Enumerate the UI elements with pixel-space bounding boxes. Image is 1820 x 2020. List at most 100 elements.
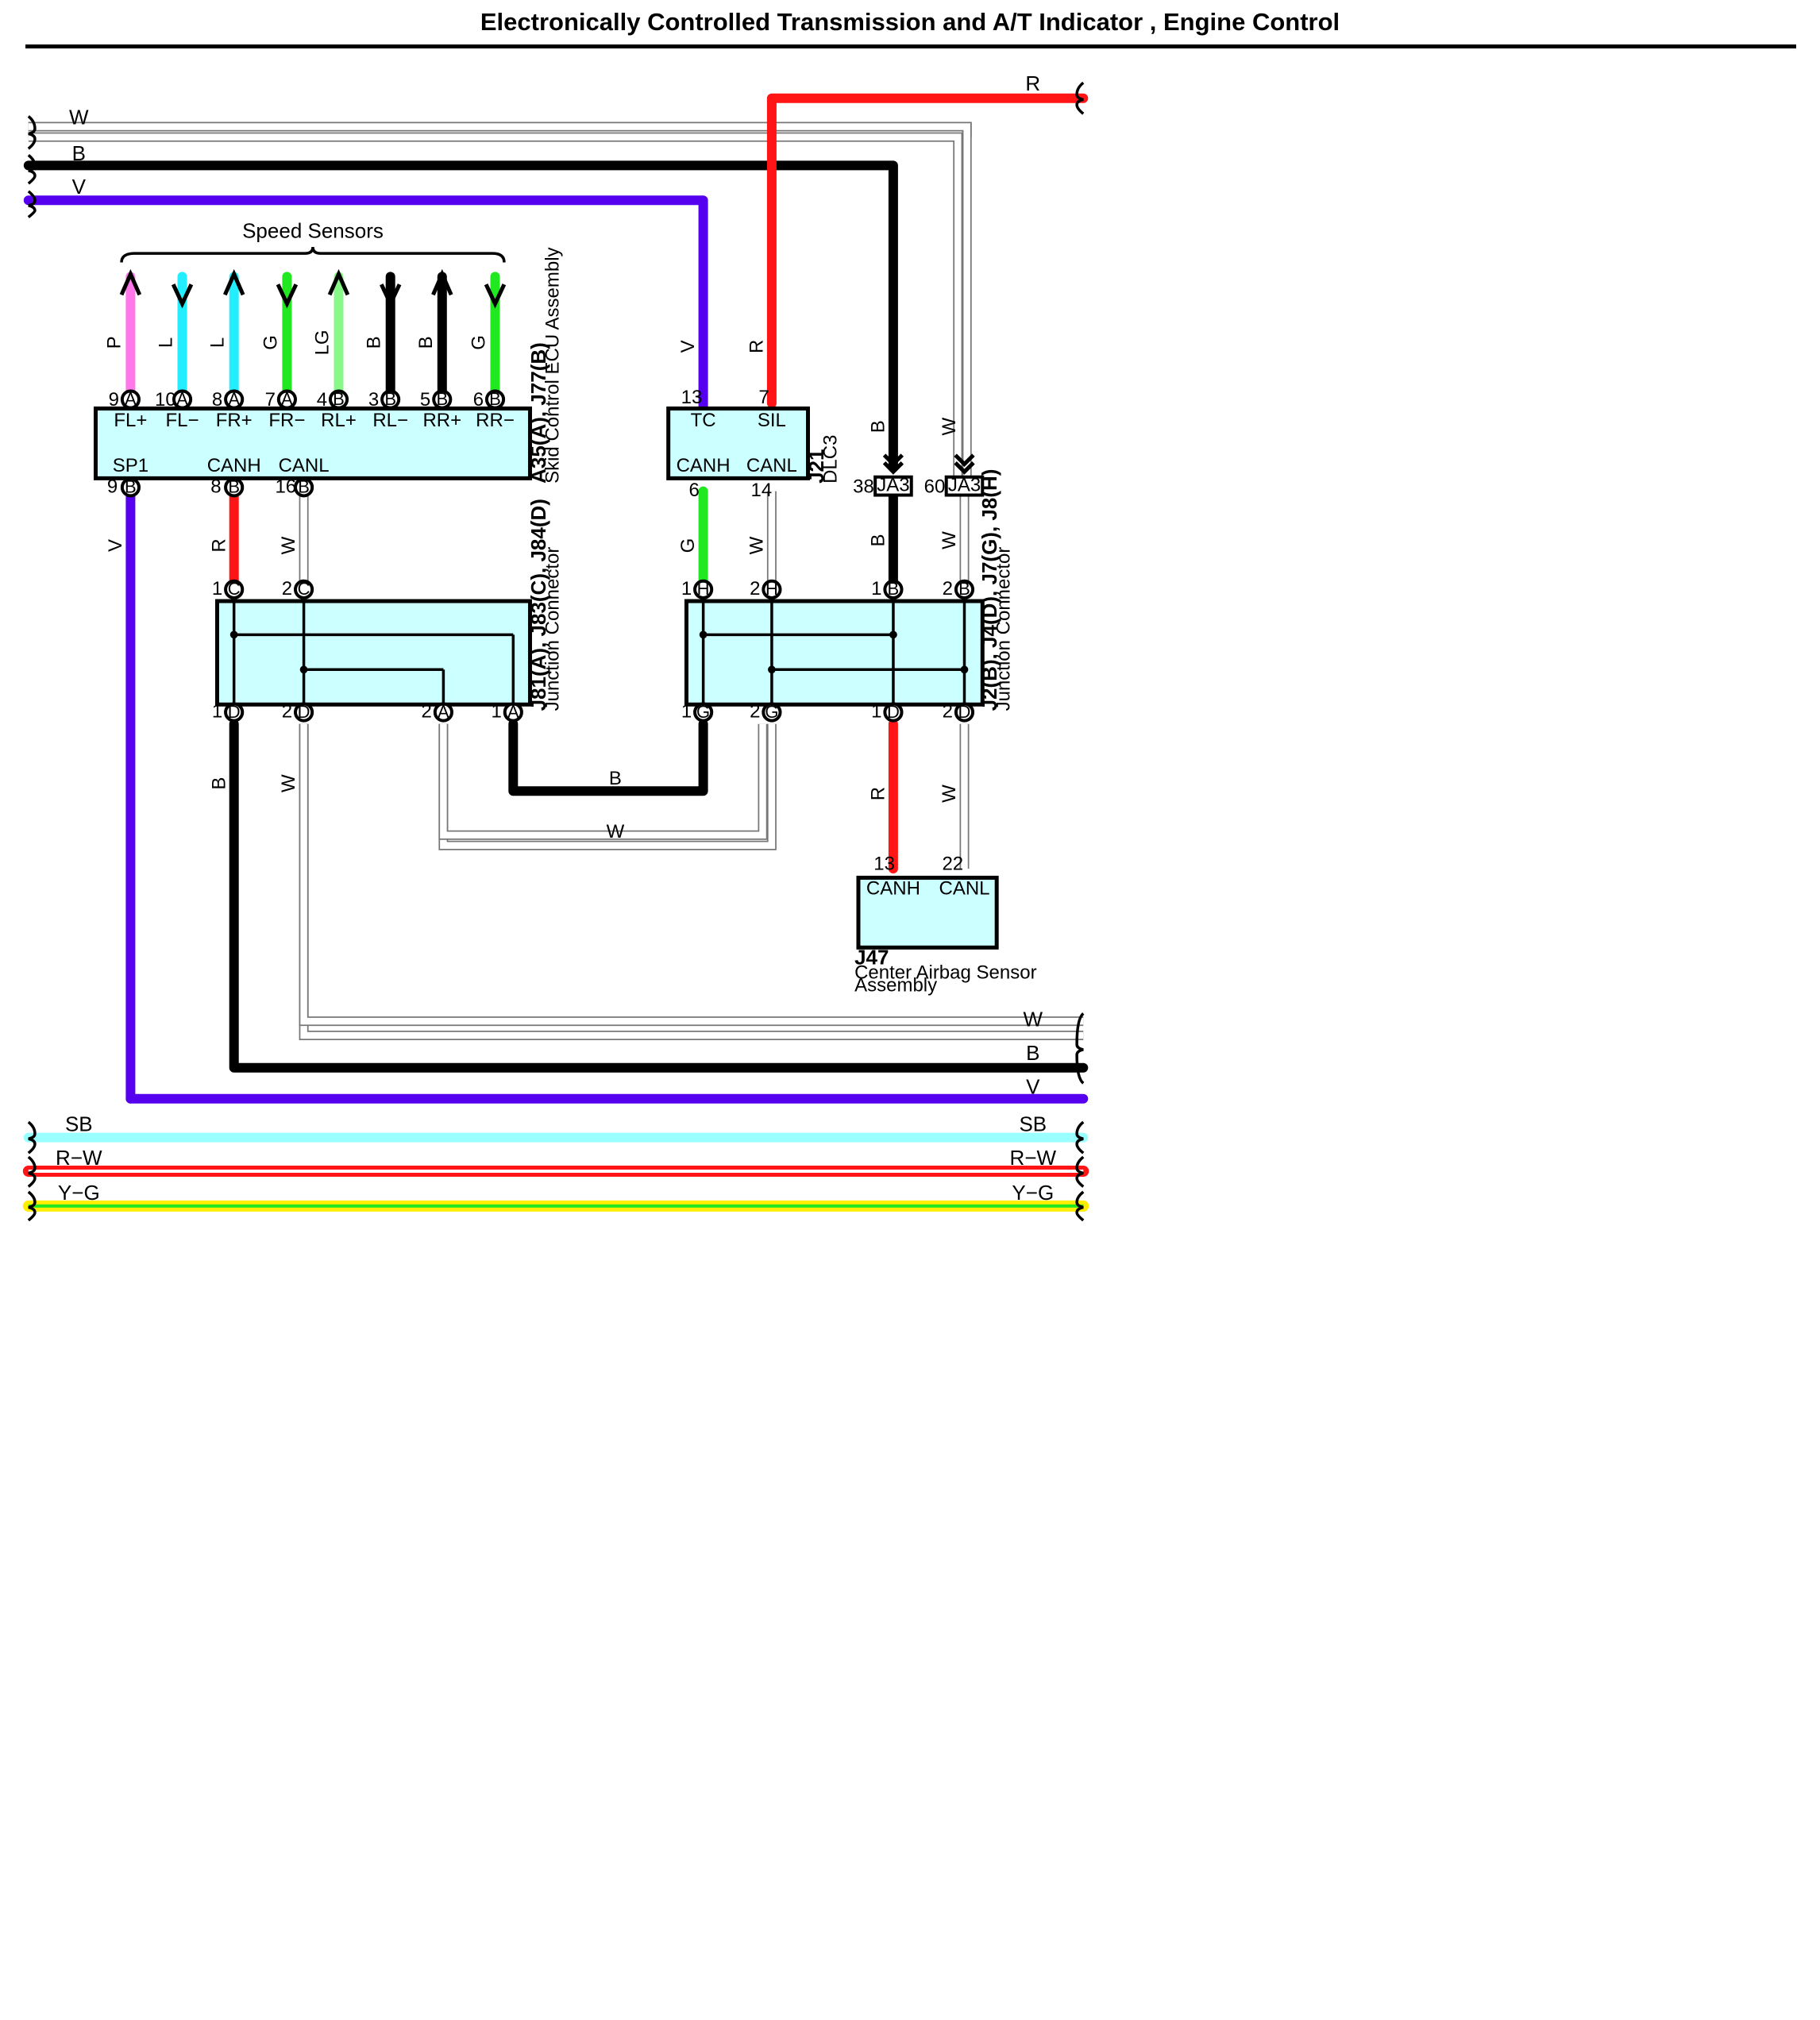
jcr-bottom-pin-letter: G	[696, 702, 710, 722]
bottom-left-brace-2	[27, 1155, 37, 1188]
sensor-pin-circle-letter: A	[281, 389, 293, 409]
sensor-pin-number: 4	[317, 389, 327, 411]
speed-sensor-brace	[120, 246, 506, 263]
label-sp1-v: V	[105, 539, 126, 552]
sensor-term-label: RR+	[422, 410, 461, 431]
ecu-bottom-pin-number: 16	[275, 476, 296, 497]
sensor-color-label: L	[156, 337, 177, 348]
ja3-connector	[944, 475, 985, 497]
down-arrow-icon	[276, 283, 299, 309]
down-arrow-icon	[484, 283, 507, 309]
jcl-bottom-pin-letter: A	[507, 702, 519, 722]
jcr-top-pin-letter: H	[765, 579, 778, 599]
jcl-dot	[299, 665, 308, 674]
jcl-bottom-pin-letter: A	[438, 702, 449, 722]
ecu-bottom-pin	[293, 477, 314, 498]
dlc-pin-13: 13	[681, 387, 703, 408]
sensor-pin-number: 7	[265, 389, 276, 411]
sensor-pin-circle-letter: B	[489, 389, 501, 409]
sensor-color-label: B	[364, 336, 385, 349]
jcr-bottom-pin	[954, 702, 975, 723]
jcl-name: Junction Connector	[542, 547, 563, 711]
sensor-pin-circle-letter: A	[125, 389, 137, 409]
right-brace-r	[1075, 81, 1085, 115]
bus-label-sb-left: SB	[65, 1112, 93, 1136]
label-ja3-b-up: B	[868, 420, 889, 433]
sensor-pin-circle-letter: A	[176, 389, 188, 409]
up-arrow-icon	[119, 268, 142, 296]
top-w-wire-b	[28, 133, 962, 479]
sensor-term-label: FL−	[165, 410, 199, 431]
label-ja3-w-up: W	[939, 418, 960, 436]
label-top-v: V	[72, 175, 87, 199]
double-arrow-icon	[882, 453, 904, 468]
sensor-term-label: FL+	[114, 410, 147, 431]
sensor-color-label: G	[468, 335, 490, 350]
airbag-name-1: Center Airbag Sensor	[854, 962, 1036, 983]
jcl-top-pin-number: 1	[212, 578, 222, 599]
jcr-bottom-pin	[883, 702, 904, 723]
ecu-bottom-pin	[120, 477, 141, 498]
up-arrow-icon	[327, 268, 350, 296]
top-b-wire	[23, 160, 898, 473]
jcl-top-pin-letter: C	[228, 579, 241, 599]
jcr-name: Junction Connector	[993, 547, 1015, 711]
down-arrow-icon	[171, 283, 194, 309]
sensor-color-label: G	[260, 335, 281, 350]
sensor-color-label: B	[415, 336, 437, 349]
jcr-top-pin	[762, 579, 782, 599]
ecu-bottom-pin	[224, 477, 245, 498]
jcl-top-pin-letter: C	[298, 579, 310, 599]
left-brace-3	[27, 190, 37, 218]
sensor-term-label: RL+	[321, 410, 357, 431]
bus-label-sb-right: SB	[1019, 1112, 1047, 1136]
label-dlc-g: G	[677, 538, 699, 553]
bus-label-rw-right: R−W	[1010, 1146, 1057, 1170]
mid-b-wire	[508, 719, 708, 796]
jcl-bottom-pin	[224, 702, 245, 723]
bus-label-rw-left: R−W	[56, 1146, 102, 1170]
dlc-canl-label: CANL	[746, 455, 797, 476]
bus-label-yg-left: Y−G	[58, 1181, 100, 1205]
ja3-pin: 60	[924, 476, 946, 497]
dlc-tc-label: TC	[691, 410, 716, 431]
left-brace-1	[27, 115, 37, 150]
jcr-top-pin-letter: B	[888, 579, 900, 599]
jcl-b-wire	[229, 719, 1089, 1073]
bottom-right-brace-1	[1075, 1120, 1085, 1155]
airbag-pin-22: 22	[942, 854, 963, 875]
dlc3-box	[666, 406, 811, 480]
label-mid-w: W	[607, 821, 625, 842]
jcl-bottom-pin	[293, 702, 314, 723]
ecu-sp1-label: SP1	[113, 455, 148, 476]
jcr-bottom-pin	[693, 702, 714, 723]
dlc-pin-6: 6	[689, 480, 700, 501]
jcr-bottom-pin-letter: D	[887, 702, 900, 722]
label-dlc-r: R	[746, 340, 768, 353]
ecu-name: Skid Control ECU Assembly	[542, 247, 563, 483]
top-w-wire-a	[28, 123, 970, 479]
sensor-pin-number: 5	[420, 389, 430, 411]
jcr-code: J2(B), J4(D), J7(G), J8(H)	[977, 469, 1001, 711]
sensor-term-label: FR+	[216, 410, 253, 431]
dlc-pin-14: 14	[751, 480, 773, 501]
ecu-canh-label: CANH	[207, 455, 261, 476]
bottom-right-brace-2	[1075, 1155, 1085, 1188]
airbag-box	[856, 875, 999, 950]
ecu-bottom-pin-number: 8	[210, 476, 221, 497]
jcl-code: J81(A), J83(C), J84(D)	[526, 499, 550, 711]
sensor-term-label: FR−	[268, 410, 305, 431]
sensor-pin-number: 6	[473, 389, 484, 411]
sensor-pin-circle-letter: A	[228, 389, 240, 409]
mid-w-wire-b	[440, 723, 766, 838]
label-jcl-b: B	[208, 777, 229, 790]
up-arrow-icon	[431, 268, 453, 296]
jc-left-box	[215, 599, 532, 707]
jcl-bottom-pin	[433, 702, 453, 723]
dlc-pin-7: 7	[758, 387, 769, 408]
jcr-bottom-pin-letter: G	[765, 702, 778, 722]
page-title: Electronically Controlled Transmission a…	[480, 8, 1340, 36]
speed-sensors-label: Speed Sensors	[242, 219, 384, 243]
title-rule	[25, 44, 1796, 48]
